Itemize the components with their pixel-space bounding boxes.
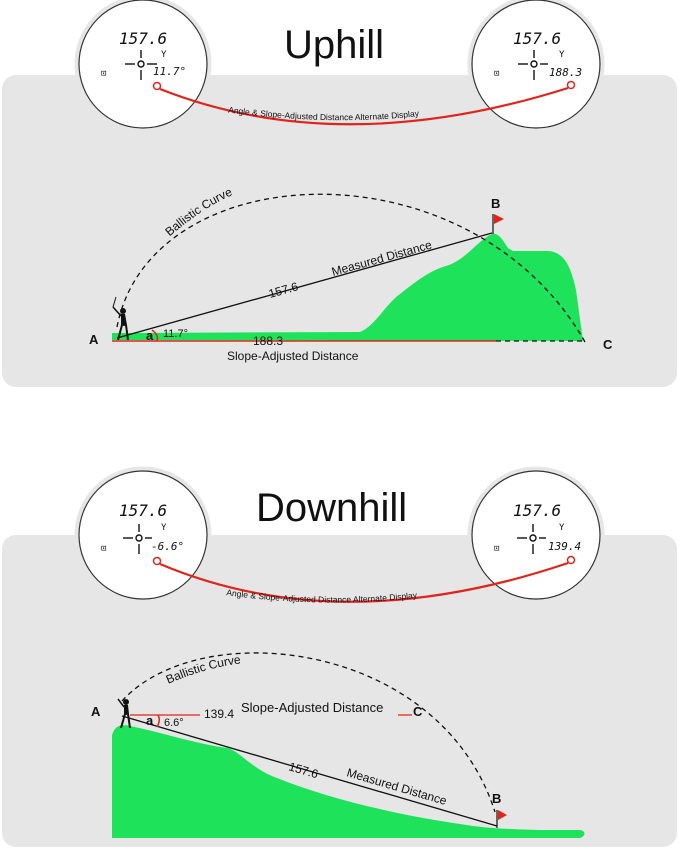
scope-mode-icon: ⊡ [494, 544, 499, 554]
adjusted-label: Slope-Adjusted Distance [241, 700, 383, 715]
scope-mode-icon: ⊡ [494, 69, 499, 79]
downhill-right-scope: 157.6 Y ⊡ 139.4 [467, 466, 605, 604]
crosshair-icon [123, 524, 152, 554]
point-c: C [413, 704, 423, 719]
adjusted-label: Slope-Adjusted Distance [227, 349, 359, 363]
crosshair-icon [517, 524, 546, 554]
uphill-section: 157.6 Y ⊡ 11.7° 157.6 Y ⊡ 188.3 Uphi [2, 0, 677, 387]
flag-icon [492, 214, 504, 234]
uphill-terrain [112, 233, 583, 341]
point-b: B [492, 791, 501, 806]
crosshair-icon [125, 50, 157, 80]
scope-unit: Y [161, 50, 167, 60]
point-a: A [91, 704, 101, 719]
scope-adjusted: 139.4 [548, 540, 581, 553]
angle-value: 6.6° [164, 717, 184, 729]
downhill-left-scope: 157.6 Y ⊡ -6.6° [74, 466, 212, 604]
scope-distance: 157.6 [513, 501, 561, 520]
uphill-title: Uphill [284, 23, 384, 67]
scope-adjusted: 188.3 [549, 66, 582, 79]
ballistic-curve [121, 652, 496, 813]
angle-symbol: a [146, 713, 154, 728]
scope-distance: 157.6 [119, 29, 167, 48]
angle-symbol: a [146, 328, 154, 343]
point-b: B [491, 196, 500, 211]
scope-unit: Y [559, 50, 565, 60]
downhill-terrain [112, 725, 585, 838]
scope-mode-icon: ⊡ [101, 69, 106, 79]
scope-distance: 157.6 [513, 29, 561, 48]
downhill-title: Downhill [256, 486, 407, 530]
scope-unit: Y [161, 523, 167, 533]
golfer-icon [112, 296, 129, 341]
measured-line [116, 232, 493, 339]
point-c: C [603, 337, 613, 352]
angle-arc [156, 714, 161, 728]
uphill-right-scope: 157.6 Y ⊡ 188.3 [467, 0, 605, 133]
golfer-icon [117, 698, 131, 729]
scope-mode-icon: ⊡ [101, 544, 106, 554]
angle-value: 11.7° [163, 328, 188, 340]
scope-distance: 157.6 [119, 501, 167, 520]
scope-unit: Y [559, 523, 565, 533]
scope-angle: -6.6° [151, 540, 184, 553]
angle-arc [151, 329, 159, 342]
crosshair-icon [518, 50, 548, 80]
flag-icon [496, 810, 507, 828]
uphill-left-scope: 157.6 Y ⊡ 11.7° [74, 0, 212, 133]
scope-angle: 11.7° [153, 65, 186, 78]
adjusted-value: 139.4 [204, 707, 234, 721]
point-a: A [89, 332, 99, 347]
adjusted-value: 188.3 [253, 334, 283, 348]
ballistic-curve [116, 193, 586, 343]
downhill-section: 157.6 Y ⊡ -6.6° 157.6 Y ⊡ 139.4 Down [2, 466, 677, 847]
measured-line [121, 715, 498, 827]
